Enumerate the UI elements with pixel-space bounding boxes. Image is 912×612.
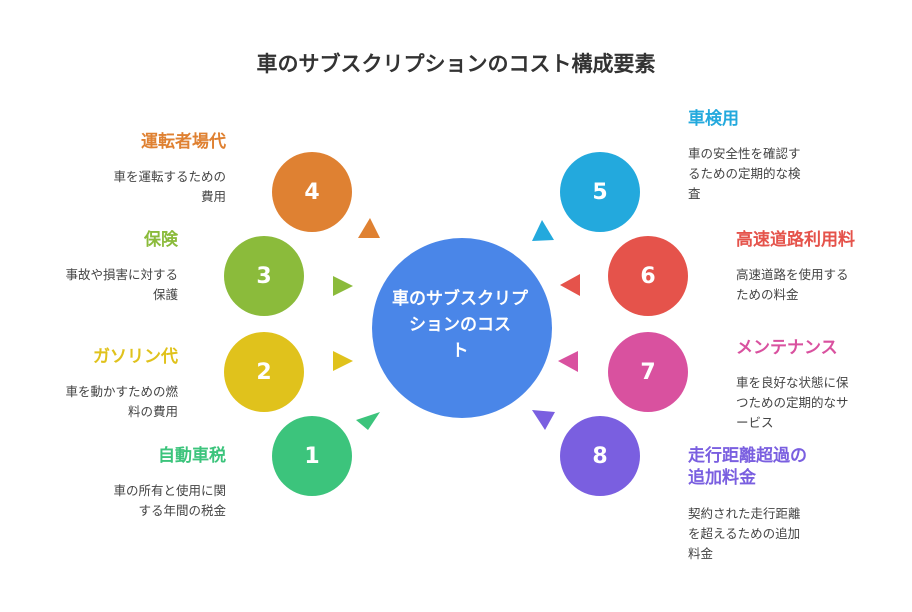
item-desc-4: 車を運転するための 費用 <box>113 167 226 207</box>
center-label-line1: 車のサブスクリプ <box>392 289 528 309</box>
node-number-8: 8 <box>592 443 608 469</box>
arrow-3 <box>333 276 353 296</box>
item-title-8-line1: 走行距離超過の <box>688 446 807 466</box>
item-desc-7-line3: ービス <box>736 415 774 430</box>
node-number-2: 2 <box>256 359 272 385</box>
item-desc-7: 車を良好な状態に保 つための定期的なサ ービス <box>736 373 849 433</box>
item-title-1: 自動車税 <box>158 446 226 466</box>
arrow-2 <box>333 351 353 371</box>
item-desc-2-line2: 料の費用 <box>127 404 178 419</box>
node-circle-7 <box>608 332 688 412</box>
item-desc-5-line2: るための定期的な検 <box>688 166 801 181</box>
item-desc-5: 車の安全性を確認す るための定期的な検 査 <box>688 144 801 204</box>
item-desc-6-line2: ための料金 <box>736 287 799 302</box>
node-circle-1 <box>272 416 352 496</box>
item-desc-5-line3: 査 <box>688 186 701 201</box>
node-circle-6 <box>608 236 688 316</box>
item-desc-8-line3: 料金 <box>688 546 714 561</box>
item-title-6: 高速道路利用料 <box>736 230 855 250</box>
item-title-4: 運転者場代 <box>141 132 226 152</box>
item-desc-3: 事故や損害に対する 保護 <box>65 265 178 305</box>
node-number-3: 3 <box>256 263 272 289</box>
item-desc-7-line1: 車を良好な状態に保 <box>736 375 849 390</box>
item-title-8-line2: 追加料金 <box>688 468 756 488</box>
node-circle-3 <box>224 236 304 316</box>
arrow-4 <box>358 218 380 238</box>
node-circle-4 <box>272 152 352 232</box>
item-desc-5-line1: 車の安全性を確認す <box>688 146 801 161</box>
item-desc-1-line1: 車の所有と使用に関 <box>113 483 226 498</box>
diagram-title: 車のサブスクリプションのコスト構成要素 <box>256 52 656 76</box>
arrow-8 <box>532 410 555 430</box>
node-circle-8 <box>560 416 640 496</box>
item-desc-2-line1: 車を動かすための燃 <box>65 384 178 399</box>
center-circle <box>372 238 552 418</box>
item-desc-4-line1: 車を運転するための <box>113 169 226 184</box>
arrow-1 <box>356 412 380 430</box>
node-number-5: 5 <box>592 179 608 205</box>
node-number-4: 4 <box>304 179 320 205</box>
item-title-3: 保険 <box>144 230 178 250</box>
node-circle-5 <box>560 152 640 232</box>
center-label-line3: ト <box>451 341 469 361</box>
item-desc-1: 車の所有と使用に関 する年間の税金 <box>113 481 226 521</box>
item-desc-7-line2: つための定期的なサ <box>736 395 849 410</box>
item-title-5: 車検用 <box>688 109 739 129</box>
item-title-7: メンテナンス <box>736 338 838 358</box>
item-desc-2: 車を動かすための燃 料の費用 <box>65 382 178 422</box>
item-desc-8-line1: 契約された走行距離 <box>688 506 801 521</box>
node-number-6: 6 <box>640 263 656 289</box>
item-desc-6-line1: 高速道路を使用する <box>736 267 849 282</box>
item-desc-3-line2: 保護 <box>152 287 178 302</box>
item-desc-1-line2: する年間の税金 <box>138 503 226 518</box>
center-label-line2: ションのコス <box>409 315 511 335</box>
item-desc-4-line2: 費用 <box>200 189 226 204</box>
arrow-7 <box>558 351 578 372</box>
item-title-8: 走行距離超過の 追加料金 <box>688 445 807 489</box>
arrow-6 <box>560 274 580 296</box>
item-desc-8-line2: を超えるための追加 <box>688 526 801 541</box>
node-number-7: 7 <box>640 359 656 385</box>
item-desc-8: 契約された走行距離 を超えるための追加 料金 <box>688 504 801 564</box>
item-desc-3-line1: 事故や損害に対する <box>65 267 178 282</box>
center-label: 車のサブスクリプ ションのコス ト <box>380 280 540 370</box>
item-title-2: ガソリン代 <box>93 347 178 367</box>
item-desc-6: 高速道路を使用する ための料金 <box>736 265 849 305</box>
node-circle-2 <box>224 332 304 412</box>
node-number-1: 1 <box>304 443 320 469</box>
arrow-5 <box>532 220 554 241</box>
